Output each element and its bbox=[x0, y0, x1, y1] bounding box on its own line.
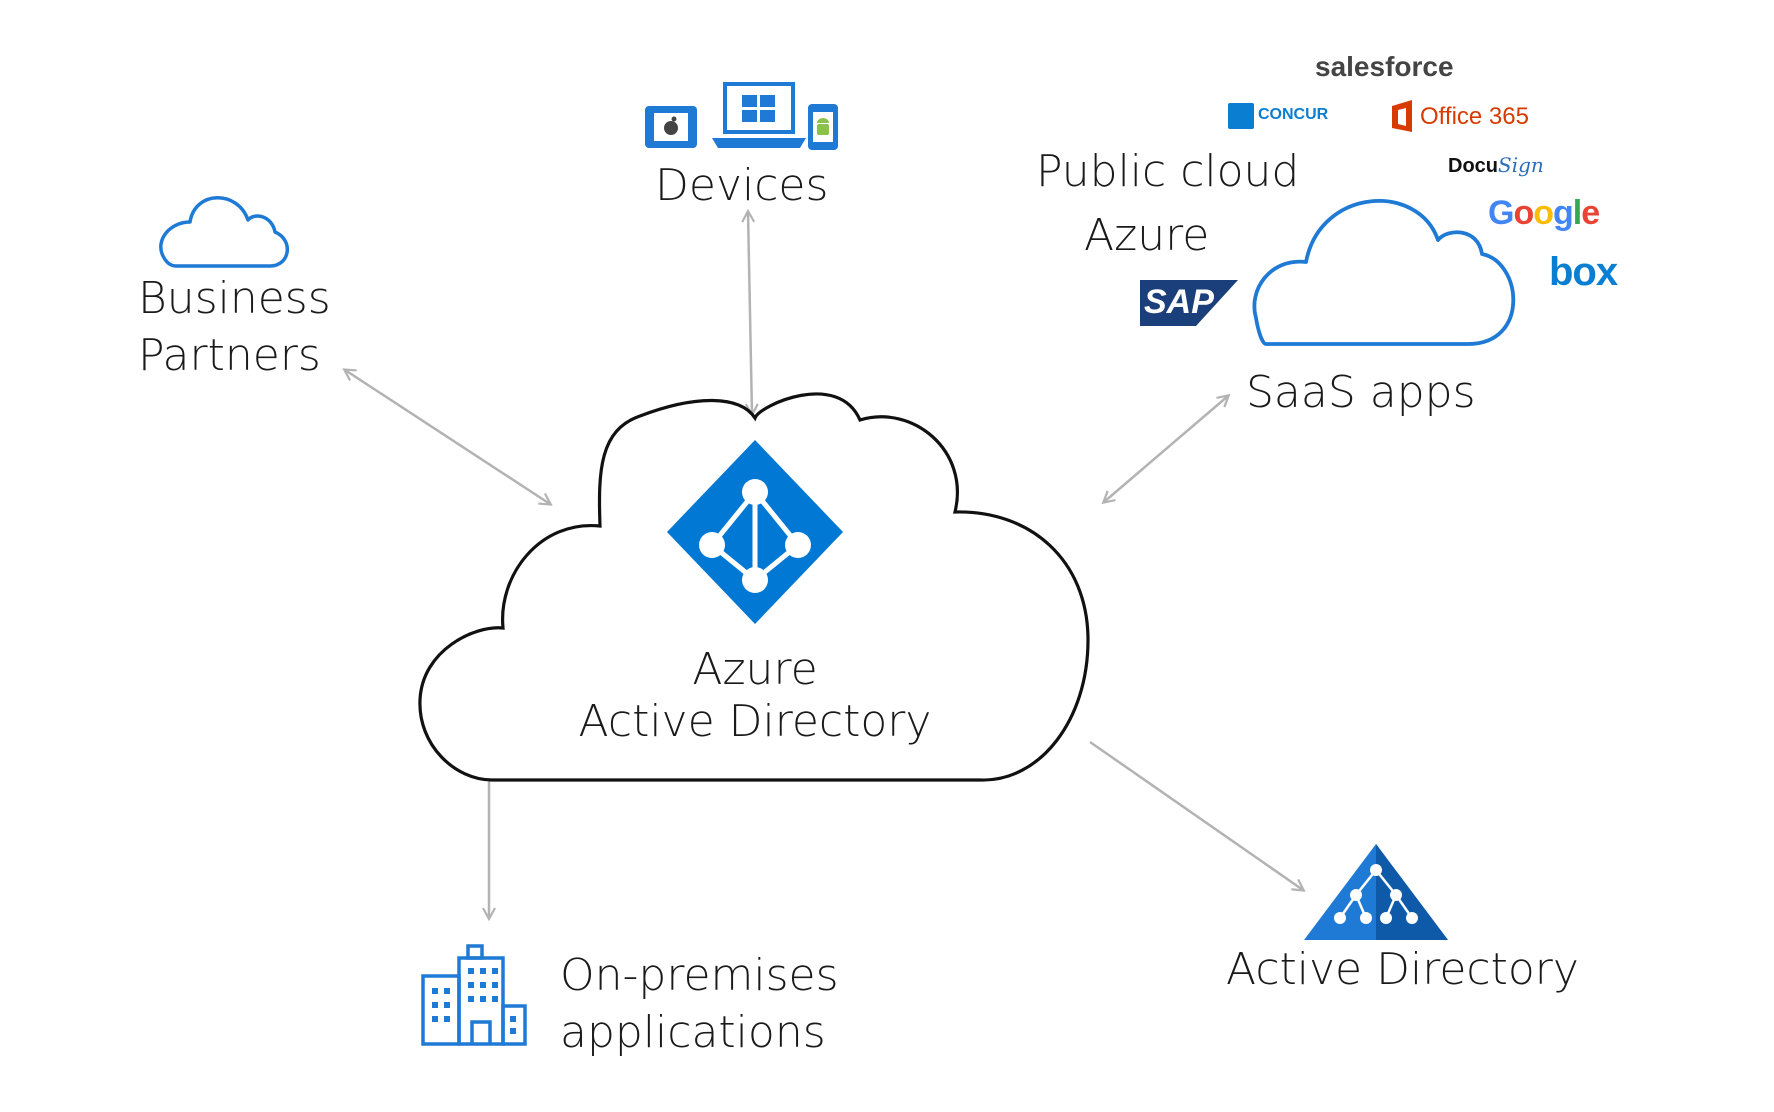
saas-cloud-icon bbox=[1252, 199, 1516, 346]
google-letter: o bbox=[1533, 194, 1554, 232]
docusign-logo-text-b: Sign bbox=[1498, 153, 1544, 177]
building-icon bbox=[421, 944, 527, 1046]
active-directory-label: Active Directory bbox=[1226, 944, 1579, 995]
box-logo: box bbox=[1549, 250, 1618, 294]
arrow-devices bbox=[748, 212, 752, 414]
arrow-partners bbox=[345, 370, 550, 504]
public-cloud-label: Public cloud bbox=[1036, 146, 1300, 197]
devices-icon bbox=[645, 82, 838, 150]
center-title-line2: Active Directory bbox=[578, 696, 932, 747]
active-directory-icon bbox=[1304, 844, 1448, 940]
business-partners-cloud-icon bbox=[159, 196, 290, 268]
google-letter: o bbox=[1513, 194, 1534, 232]
onprem-label-line1: On-premises bbox=[560, 950, 839, 1001]
azure-ad-icon bbox=[667, 440, 843, 624]
office365-logo: Office 365 bbox=[1420, 103, 1529, 130]
arrow-saas bbox=[1104, 396, 1228, 502]
onprem-label-line2: applications bbox=[560, 1007, 826, 1058]
google-letter: e bbox=[1581, 194, 1600, 232]
google-letter: G bbox=[1488, 194, 1514, 232]
business-partners-label-line2: Partners bbox=[138, 330, 321, 381]
docusign-logo: DocuSign bbox=[1448, 153, 1544, 178]
google-letter: g bbox=[1553, 194, 1574, 232]
azure-label: Azure bbox=[1084, 210, 1210, 261]
arrow-active-directory bbox=[1089, 740, 1303, 890]
saas-apps-label: SaaS apps bbox=[1246, 367, 1476, 418]
business-partners-label-line1: Business bbox=[138, 273, 331, 324]
google-letter: l bbox=[1572, 194, 1583, 232]
sap-logo-shape bbox=[1140, 280, 1238, 326]
concur-logo: CONCUR bbox=[1258, 106, 1329, 123]
devices-label: Devices bbox=[655, 160, 829, 211]
office365-logo-mark bbox=[1392, 100, 1412, 132]
google-logo: Google bbox=[1488, 194, 1600, 233]
docusign-logo-text-a: Docu bbox=[1448, 155, 1498, 177]
sap-logo: SAP bbox=[1144, 283, 1214, 321]
salesforce-logo: salesforce bbox=[1315, 51, 1454, 82]
center-title-line1: Azure bbox=[692, 644, 818, 695]
concur-logo-mark bbox=[1228, 103, 1254, 129]
building-windows bbox=[432, 968, 516, 1034]
